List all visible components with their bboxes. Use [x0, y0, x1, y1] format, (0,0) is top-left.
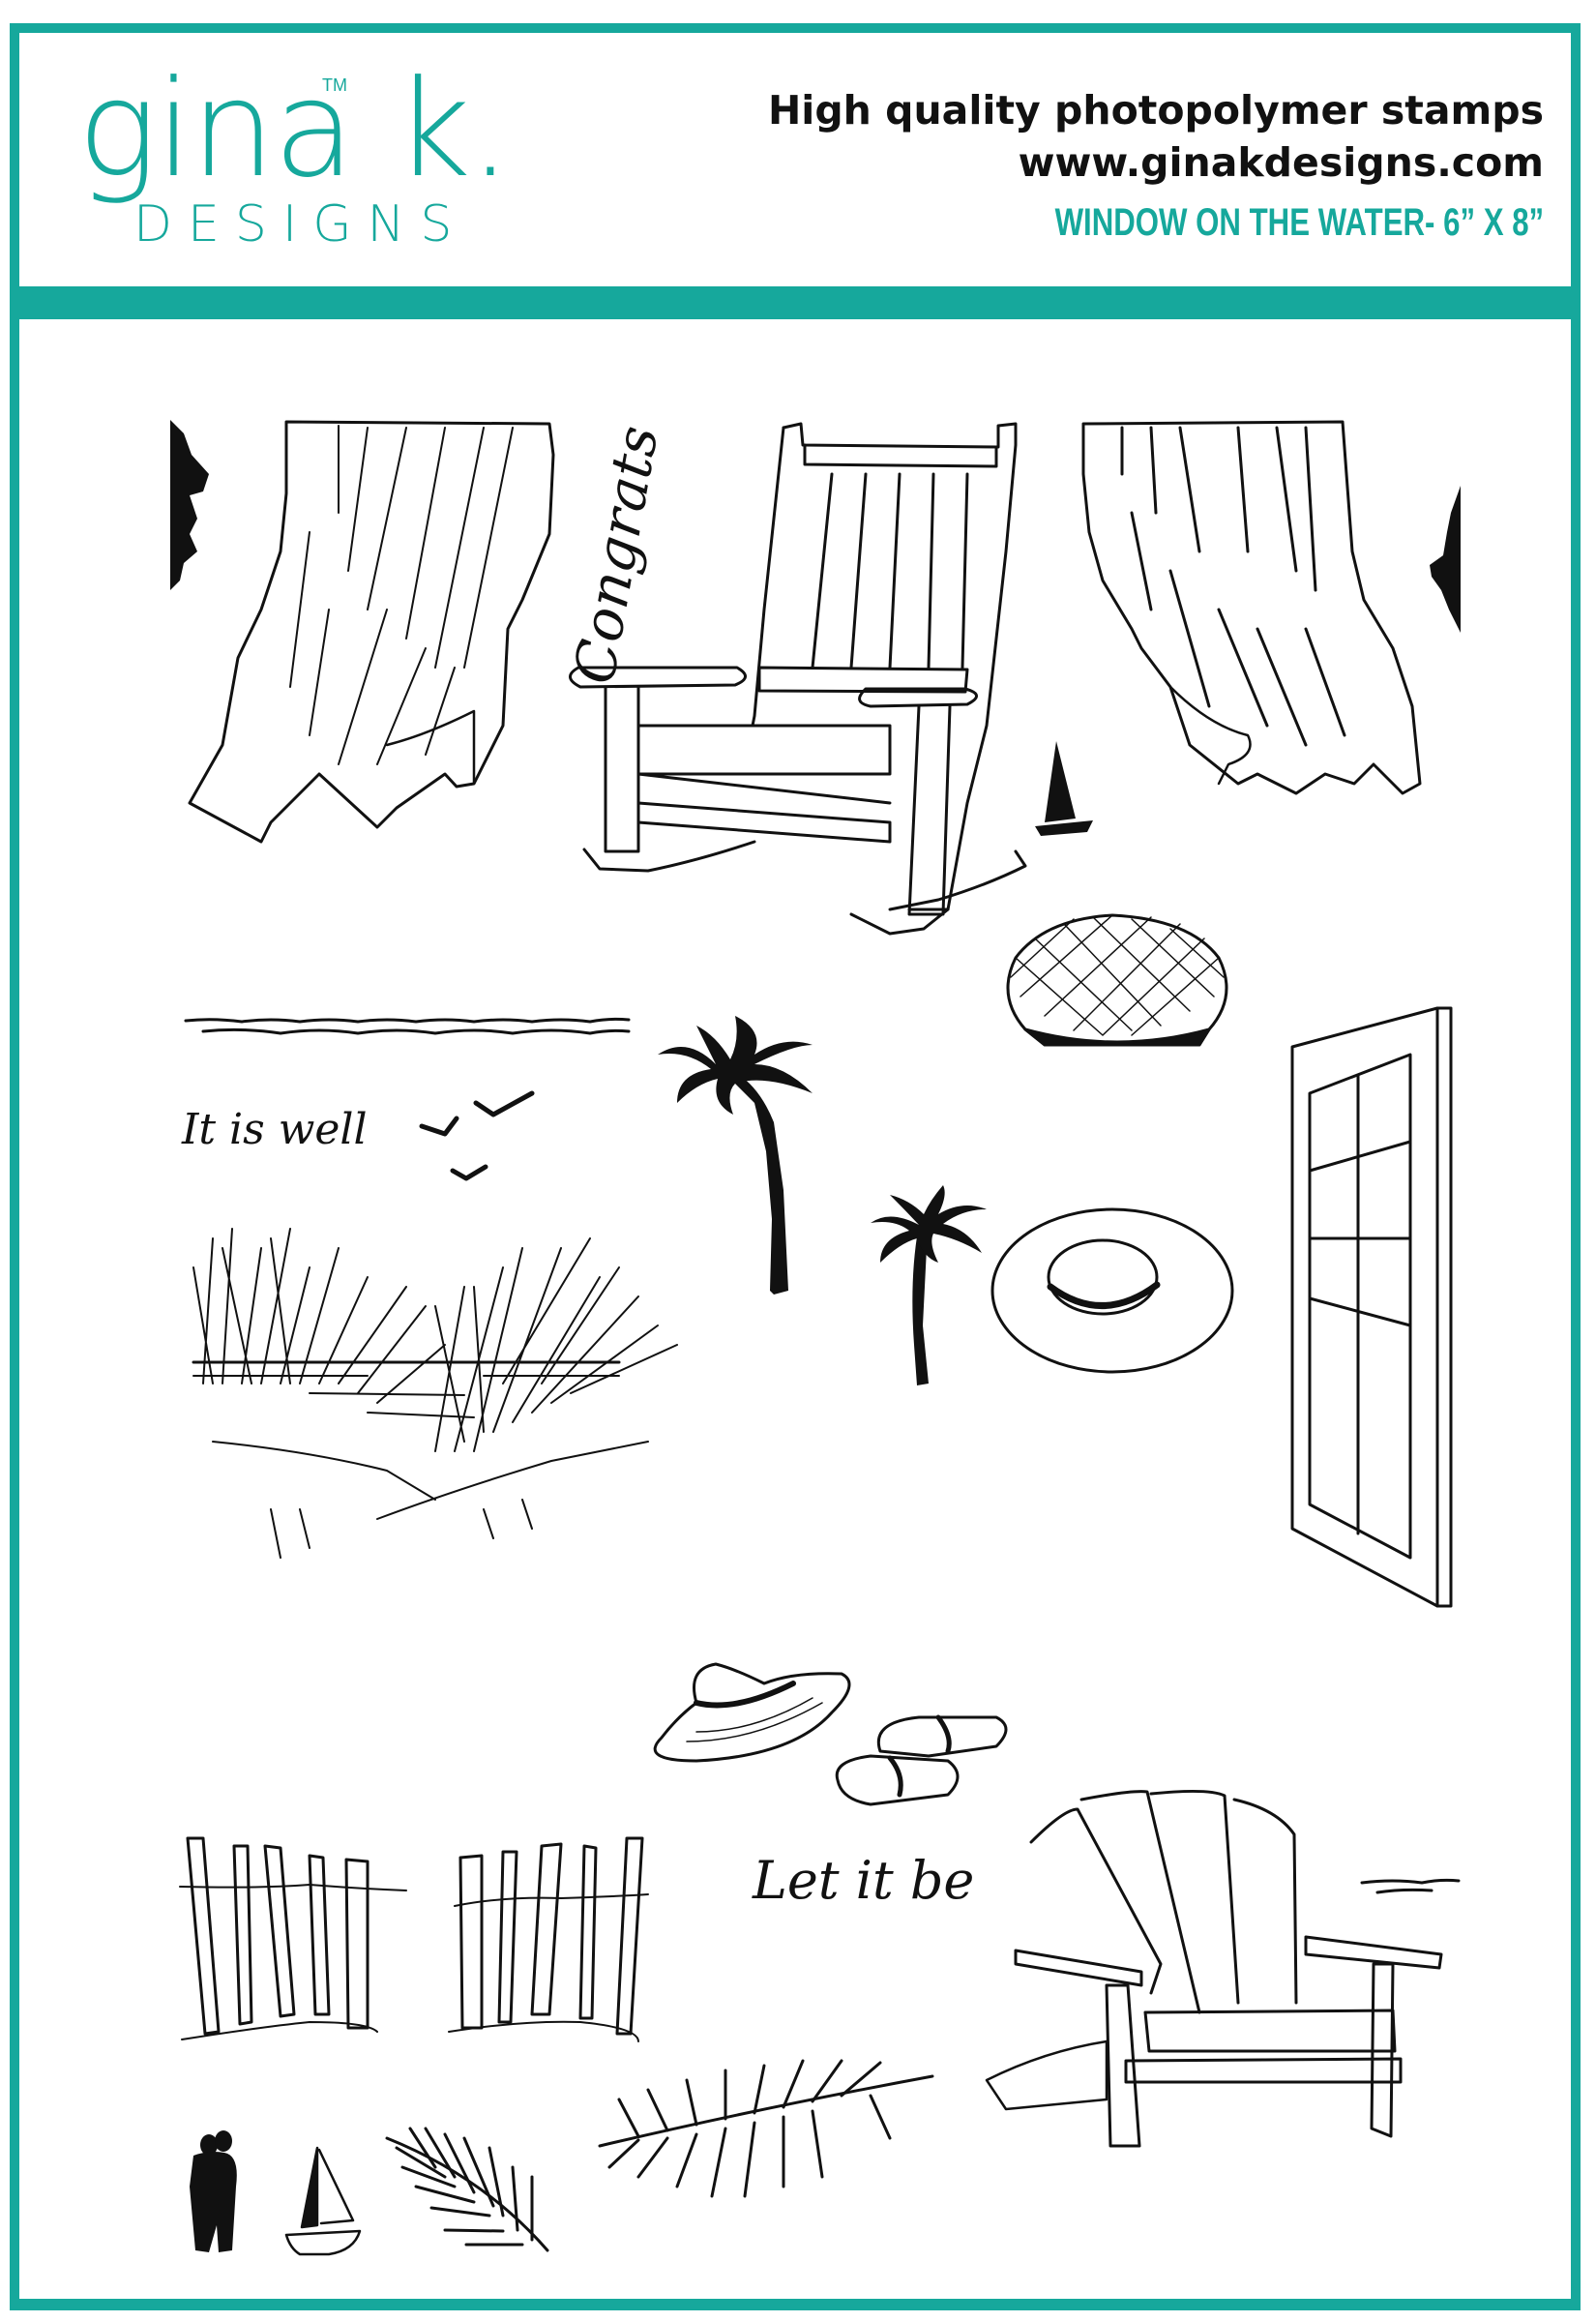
product-title: WINDOW ON THE WATER- 6” X 8” [1054, 201, 1544, 244]
beach-dune-grass-scene-icon [192, 1228, 678, 1559]
palm-frond-large-icon [598, 2059, 934, 2198]
stamp-sheet-frame: gina k. TM DESIGNS High quality photopol… [10, 23, 1581, 2310]
fence-right-icon [448, 1836, 649, 2042]
birds-flock-icon [419, 1090, 535, 1181]
palm-tree-small-icon [871, 1185, 987, 1385]
palm-tree-large-icon [658, 1016, 813, 1295]
sentiment-let-it-be: Let it be [753, 1850, 975, 1911]
sailboat-icon [284, 2146, 362, 2256]
wicker-basket-icon [1006, 913, 1228, 1047]
curtain-right-icon [1081, 420, 1422, 795]
website-url: www.ginakdesigns.com [1018, 139, 1544, 186]
header-divider-band [19, 286, 1571, 319]
brand-logo-subtitle: DESIGNS [133, 195, 468, 253]
curtain-left-icon [188, 420, 555, 844]
tagline: High quality photopolymer stamps [767, 87, 1544, 134]
rock-silhouette-left-icon [170, 420, 209, 590]
palm-frond-small-icon [385, 2127, 549, 2252]
sailboat-small-icon [1035, 741, 1093, 836]
adirondack-chair-icon [985, 1789, 1443, 2148]
sun-hat-top-view-icon [990, 1207, 1234, 1374]
brand-logo: gina k. [77, 51, 512, 207]
waves-short-icon [1360, 1878, 1461, 1894]
couple-silhouette-standing-icon [190, 2130, 237, 2252]
trademark-mark: TM [322, 75, 347, 95]
rocking-chair-icon [569, 422, 1027, 936]
flip-flops-icon [835, 1714, 1008, 1806]
sun-hat-side-icon [653, 1662, 851, 1763]
window-frame-icon [1290, 1006, 1453, 1608]
sentiment-it-is-well: It is well [182, 1105, 368, 1154]
fence-left-icon [179, 1836, 407, 2040]
rock-silhouette-right-icon [1430, 486, 1461, 633]
stamp-sheet: Congrats It is well Let it be [19, 319, 1571, 2299]
waves-long-icon [184, 1017, 631, 1035]
header: gina k. TM DESIGNS High quality photopol… [19, 33, 1571, 286]
